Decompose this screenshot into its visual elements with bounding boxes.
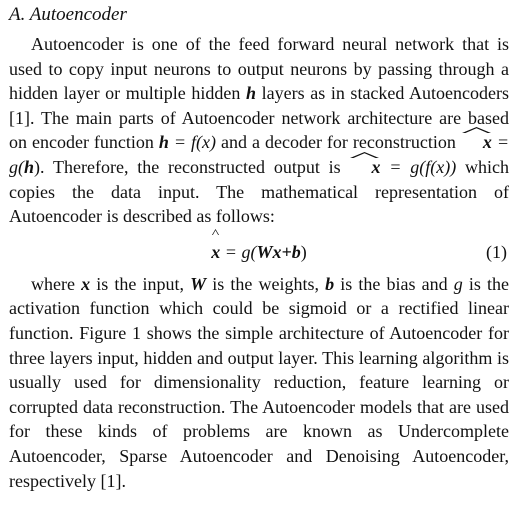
symbol-h-decoder: h (24, 156, 35, 177)
equation-number: (1) (486, 241, 507, 262)
text-span: is the activation function which could b… (9, 273, 510, 491)
equation-1: x = g(Wx+b) (9, 232, 509, 272)
symbol-x-hat: x (461, 130, 492, 155)
symbol-x-hat-recon: x (349, 155, 380, 180)
equation-middle: = g( (220, 241, 257, 262)
symbol-w: W (190, 273, 207, 294)
symbol-h-encoder: h (158, 132, 169, 153)
symbol-b: b (325, 273, 335, 294)
text-span: is the bias and (334, 273, 454, 294)
text-span: is the weights, (206, 273, 326, 294)
equation-block: x = g(Wx+b) (1) (9, 232, 509, 272)
reconstruction-equation: = g(f(x)) (380, 156, 457, 177)
symbol-h: h (246, 83, 257, 104)
decoder-equation-end: ). (34, 156, 45, 177)
encoder-equation: = f(x) (168, 132, 217, 153)
equation-end: ) (300, 241, 307, 262)
text-span: layers as in stacked Autoencoders [1]. T… (9, 83, 509, 153)
text-span: Autoencoder is one of the feed forward n… (9, 34, 509, 104)
symbol-g: g (453, 273, 463, 294)
text-span: and a decoder for reconstruction (216, 132, 461, 153)
decoder-equation-mid: = g( (9, 132, 510, 177)
text-span: is the input, (90, 273, 191, 294)
equation-body: Wx+b (256, 241, 301, 262)
text-span: Therefore, the reconstructed output is (44, 156, 350, 177)
section-heading: A. Autoencoder (9, 4, 127, 25)
equation-lhs: x (211, 232, 220, 272)
symbol-x: x (81, 273, 91, 294)
text-span: where (31, 273, 82, 294)
document-page: A. Autoencoder Autoencoder is one of the… (9, 0, 509, 493)
paragraph-definitions: where x is the input, W is the weights, … (9, 272, 509, 493)
text-span: which copies the data input. The mathema… (9, 156, 509, 227)
paragraph-intro: Autoencoder is one of the feed forward n… (9, 32, 509, 229)
